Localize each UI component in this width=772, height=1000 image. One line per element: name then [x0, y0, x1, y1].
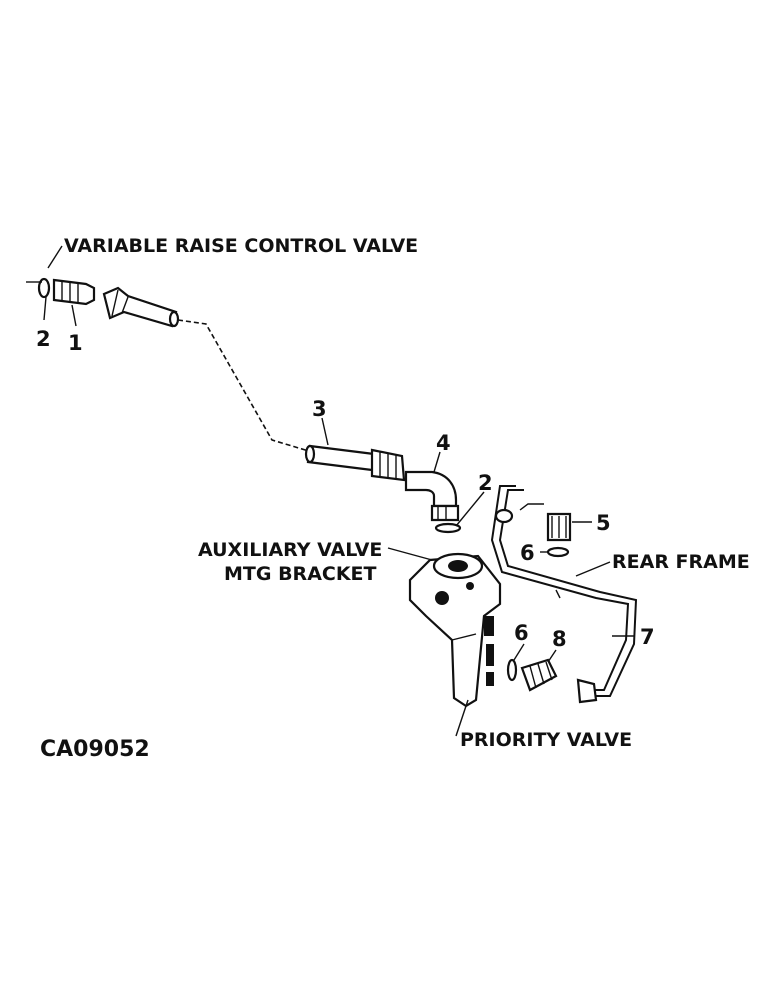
- tube-part-7: [490, 485, 638, 704]
- fitting-part-1: [52, 278, 96, 306]
- leader-variable-valve: [47, 245, 63, 269]
- fitting-part-8: [520, 658, 558, 692]
- hose-part-3: [304, 444, 406, 482]
- elbow-part-4: [404, 470, 460, 522]
- priority-valve-body: [408, 552, 502, 708]
- fitting-part-5: [546, 512, 572, 542]
- callout-7: 7: [640, 625, 655, 649]
- callout-5: 5: [596, 511, 611, 535]
- callout-6-upper: 6: [520, 541, 535, 565]
- washer-part-2-right: [434, 522, 462, 534]
- hose-centerline: [177, 319, 313, 453]
- callout-2-left: 2: [36, 327, 51, 351]
- drawing-code: CA09052: [40, 737, 150, 762]
- label-variable-raise-control-valve: VARIABLE RAISE CONTROL VALVE: [64, 235, 418, 257]
- label-rear-frame: REAR FRAME: [612, 551, 750, 573]
- label-priority-valve: PRIORITY VALVE: [460, 729, 632, 751]
- washer-part-6-lower: [506, 658, 518, 682]
- label-auxiliary-valve: AUXILIARY VALVE: [198, 539, 382, 561]
- callout-3: 3: [312, 397, 327, 421]
- callout-8: 8: [552, 627, 567, 651]
- callout-1: 1: [68, 331, 83, 355]
- mounting-clip: [494, 503, 544, 524]
- washer-part-2-left: [37, 277, 51, 299]
- callout-4: 4: [436, 431, 451, 455]
- callout-6-lower: 6: [514, 621, 529, 645]
- callout-2-right: 2: [478, 471, 493, 495]
- washer-part-6-upper: [546, 546, 570, 558]
- label-mtg-bracket: MTG BRACKET: [224, 563, 377, 585]
- hose-upper-end: [102, 286, 180, 328]
